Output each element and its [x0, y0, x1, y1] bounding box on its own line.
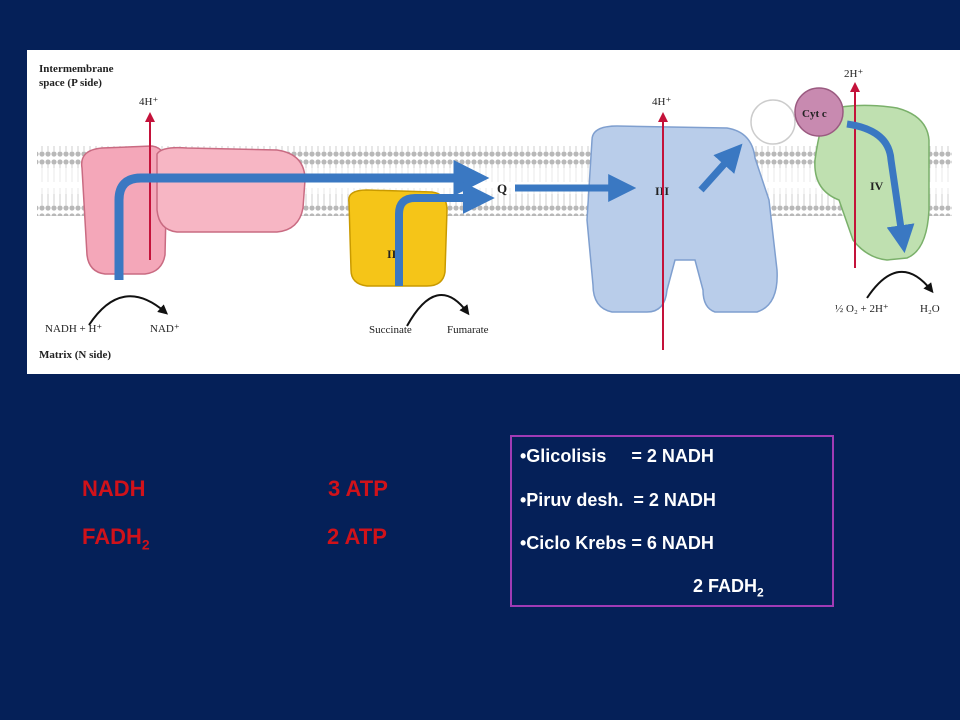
fadh-atp-value: 2 ATP: [327, 524, 387, 549]
electron-arrow-iii: [698, 143, 743, 193]
summary-line-fadh: 2 FADH2: [693, 576, 764, 600]
summary-line-glycolysis: •Glicolisis = 2 NADH: [520, 446, 714, 466]
proton-label-i: 4H⁺: [139, 96, 158, 108]
intermembrane-label-2: space (P side): [39, 77, 102, 89]
electron-arrow-i: [114, 160, 490, 280]
succinate-label: Succinate: [369, 324, 412, 336]
fadh-label-main: FADH: [82, 524, 142, 549]
fumarate-label: Fumarate: [447, 324, 489, 336]
oxygen-reaction-arc: [866, 271, 934, 299]
nadh-reaction-arc: [88, 295, 169, 326]
summary-fadh-subscript: 2: [757, 585, 764, 600]
cytochrome-c: [794, 87, 844, 137]
nad-label: NAD⁺: [150, 323, 180, 335]
nadh-atp-value: 3 ATP: [328, 476, 388, 501]
proton-label-iv: 2H⁺: [844, 68, 863, 80]
complex-iv-label: IV: [870, 179, 884, 193]
proton-label-iii: 4H⁺: [652, 96, 671, 108]
intermembrane-label: Intermembrane: [39, 63, 114, 75]
matrix-label: Matrix (N side): [39, 349, 111, 361]
summary-fadh-main: 2 FADH: [693, 576, 758, 596]
nadh-label: NADH + H⁺: [45, 323, 102, 335]
complex-iii: [586, 125, 778, 313]
ubiquinone-label: Q: [497, 181, 507, 196]
electron-arrow-ii: [395, 182, 495, 286]
electron-transport-chain-figure: Intermembrane space (P side) Matrix (N s…: [27, 50, 960, 374]
electron-arrow-iv: [846, 120, 915, 254]
nadh-summary-box: •Glicolisis = 2 NADH •Piruv desh. = 2 NA…: [510, 435, 834, 607]
fadh-label-subscript: 2: [141, 536, 150, 553]
fadh-label: FADH2: [82, 524, 150, 552]
complex-ii-label: II: [387, 247, 397, 261]
oxygen-label: ½ O₂ + 2H⁺: [835, 303, 889, 315]
summary-line-krebs: •Ciclo Krebs = 6 NADH: [520, 533, 714, 553]
cytc-label: Cyt c: [802, 108, 827, 120]
nadh-label: NADH: [82, 476, 146, 501]
water-label: H₂O: [920, 303, 940, 315]
succinate-reaction-arc: [406, 294, 470, 327]
summary-line-pyruvate: •Piruv desh. = 2 NADH: [520, 490, 716, 510]
